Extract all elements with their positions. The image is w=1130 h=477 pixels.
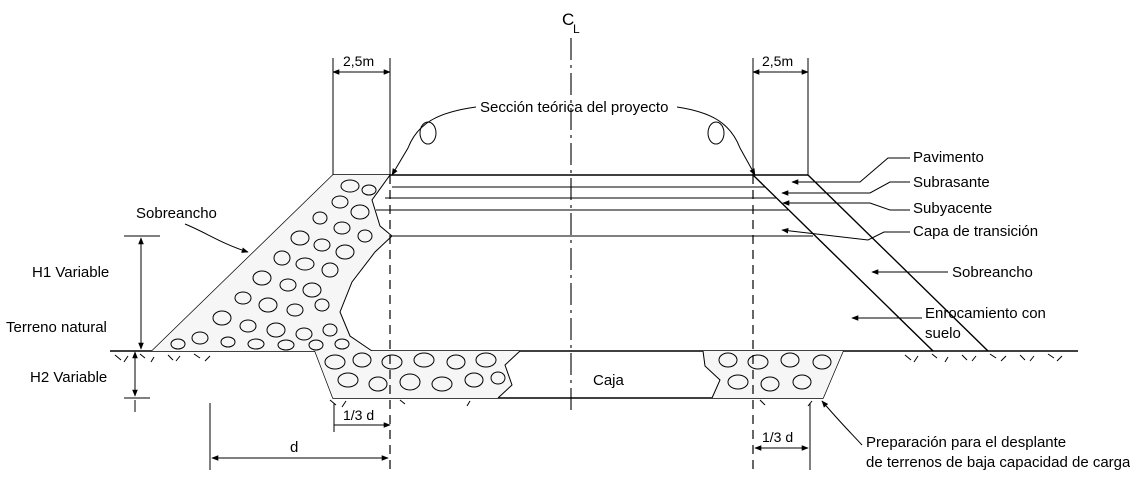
layer-lines [376,186,813,237]
dim-shoulder-left: 2,5m [343,53,374,69]
right-leaders [781,157,948,321]
label-preparacion-2: de terrenos de baja capacidad de carga [866,454,1130,471]
label-enrocamiento-2: suelo [925,325,961,342]
dim-third-right: 1/3 d [762,429,793,445]
label-h1: H1 Variable [32,264,109,281]
caja-fill-right [703,351,843,398]
label-h2: H2 Variable [30,369,107,386]
dim-d: d [290,439,298,456]
dim-third-left: 1/3 d [343,407,374,423]
label-subrasante: Subrasante [913,174,990,191]
terrain-hatch [114,353,1063,408]
label-sobreancho-left: Sobreancho [136,205,217,222]
label-pavimento: Pavimento [913,149,984,166]
label-enrocamiento-1: Enrocamiento con [925,305,1046,322]
label-subyacente: Subyacente [913,200,992,217]
label-caja: Caja [593,372,625,389]
sobreancho-left-leader [184,223,249,253]
centerline-label-c: C [562,10,574,29]
shoulder-dimensions [332,58,809,175]
label-sobreancho-right: Sobreancho [952,264,1033,281]
height-dimensions [124,235,160,412]
dim-shoulder-right: 2,5m [762,53,793,69]
bottom-dimensions [209,400,863,470]
rockfill-stones [170,179,832,392]
caja-fill-left [315,351,520,398]
rockfill-left-zone [152,175,392,351]
label-seccion-teorica: Sección teórica del proyecto [480,99,668,116]
label-preparacion-1: Preparación para el desplante [866,434,1066,451]
seccion-leaders [391,106,756,176]
label-capa-transicion: Capa de transición [913,223,1038,240]
centerline-label-l: L [573,22,580,36]
label-terreno-natural: Terreno natural [6,319,107,336]
